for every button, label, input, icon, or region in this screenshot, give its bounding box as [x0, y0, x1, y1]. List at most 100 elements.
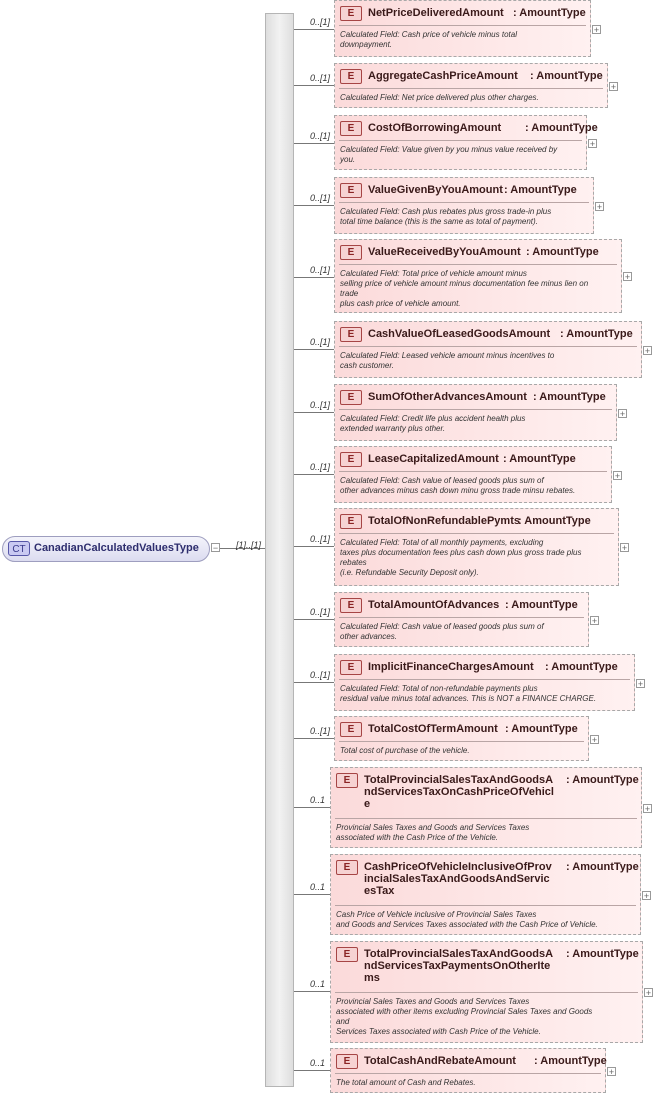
element-occurrence: 0..1 — [310, 795, 326, 805]
element-name: TotalCashAndRebateAmount — [364, 1055, 516, 1067]
expand-icon[interactable]: + — [623, 272, 632, 282]
element-name: TotalProvincialSalesTaxAndGoodsA ndServi… — [364, 948, 554, 984]
element-documentation: Total cost of purchase of the vehicle. — [340, 746, 470, 755]
element-type: : AmountType — [526, 246, 599, 258]
element-documentation: Calculated Field: Leased vehicle amount … — [340, 351, 555, 370]
expand-icon[interactable]: + — [595, 202, 604, 212]
element-occurrence: 0..1 — [310, 1058, 326, 1068]
element-name: TotalCostOfTermAmount — [368, 723, 498, 735]
element-occurrence: 0..[1] — [310, 534, 331, 544]
expand-icon[interactable]: + — [620, 543, 629, 553]
element-separator — [339, 533, 614, 534]
connector-line — [294, 85, 334, 86]
element-documentation: Calculated Field: Total of all monthly p… — [340, 538, 582, 577]
element-occurrence: 0..1 — [310, 979, 326, 989]
element-badge: E — [340, 598, 362, 613]
element-separator — [339, 140, 582, 141]
element-type: : AmountType — [560, 328, 633, 340]
connector-line — [294, 807, 330, 808]
element-type: : AmountType — [513, 7, 586, 19]
element-occurrence: 0..[1] — [310, 462, 331, 472]
element-separator — [335, 818, 637, 819]
element-documentation: Calculated Field: Cash price of vehicle … — [340, 30, 517, 49]
element-separator — [339, 471, 607, 472]
element-separator — [335, 905, 636, 906]
element-name: CostOfBorrowingAmount — [368, 122, 502, 134]
element-documentation: Calculated Field: Net price delivered pl… — [340, 93, 539, 102]
element-name: NetPriceDeliveredAmount — [368, 7, 504, 19]
expand-icon[interactable]: + — [643, 346, 652, 356]
expand-icon[interactable]: + — [636, 679, 645, 689]
element-documentation: Calculated Field: Value given by you min… — [340, 145, 558, 164]
element-type: : AmountType — [534, 1055, 607, 1067]
sequence-bar — [265, 13, 294, 1087]
element-type: : AmountType — [566, 861, 639, 873]
element-badge: E — [340, 514, 362, 529]
connector-line — [294, 619, 334, 620]
element-badge: E — [340, 452, 362, 467]
expand-icon[interactable]: + — [588, 139, 597, 149]
element-separator — [339, 25, 586, 26]
expand-icon[interactable]: + — [643, 804, 652, 814]
element-badge: E — [340, 245, 362, 260]
element-type: : AmountType — [505, 599, 578, 611]
element-name: TotalAmountOfAdvances — [368, 599, 500, 611]
element-badge: E — [340, 327, 362, 342]
expand-icon[interactable]: + — [590, 735, 599, 745]
element-separator — [339, 88, 603, 89]
element-separator — [339, 679, 630, 680]
element-badge: E — [340, 183, 362, 198]
element-badge: E — [340, 722, 362, 737]
element-name: CashPriceOfVehicleInclusiveOfProv incial… — [364, 861, 552, 897]
element-badge: E — [340, 69, 362, 84]
element-name: SumOfOtherAdvancesAmount — [368, 391, 527, 403]
expand-icon[interactable]: + — [644, 988, 653, 998]
connector-line — [294, 991, 330, 992]
expand-icon[interactable]: + — [618, 409, 627, 419]
expand-icon[interactable]: + — [592, 25, 601, 35]
element-type: : AmountType — [533, 391, 606, 403]
connector-line — [294, 474, 334, 475]
element-node[interactable]: E CashValueOfLeasedGoodsAmount : AmountTyp… — [334, 321, 642, 378]
element-separator — [339, 741, 584, 742]
element-badge: E — [340, 660, 362, 675]
element-occurrence: 0..[1] — [310, 607, 331, 617]
element-name: CashValueOfLeasedGoodsAmount — [368, 328, 551, 340]
expand-icon[interactable]: + — [590, 616, 599, 626]
element-occurrence: 0..[1] — [310, 726, 331, 736]
element-occurrence: 0..[1] — [310, 265, 331, 275]
collapse-icon[interactable]: − — [211, 543, 220, 553]
element-badge: E — [336, 860, 358, 875]
sequence-occurrence: [1]..[1] — [236, 540, 262, 550]
expand-icon[interactable]: + — [613, 471, 622, 481]
element-type: : AmountType — [503, 453, 576, 465]
expand-icon[interactable]: + — [609, 82, 618, 92]
element-type: : AmountType — [545, 661, 618, 673]
element-node[interactable]: E CashPriceOfVehicleInclusiveOfProv incia… — [330, 854, 641, 935]
element-occurrence: 0..1 — [310, 882, 326, 892]
ct-badge: CT — [8, 541, 30, 556]
element-documentation: Calculated Field: Cash value of leased g… — [340, 622, 544, 641]
expand-icon[interactable]: + — [607, 1067, 616, 1077]
expand-icon[interactable]: + — [642, 891, 651, 901]
element-type: : AmountType — [525, 122, 598, 134]
complex-type-node[interactable]: CT CanadianCalculatedValuesType — [2, 536, 210, 562]
element-occurrence: 0..[1] — [310, 670, 331, 680]
element-badge: E — [340, 121, 362, 136]
element-name: AggregateCashPriceAmount — [368, 70, 518, 82]
